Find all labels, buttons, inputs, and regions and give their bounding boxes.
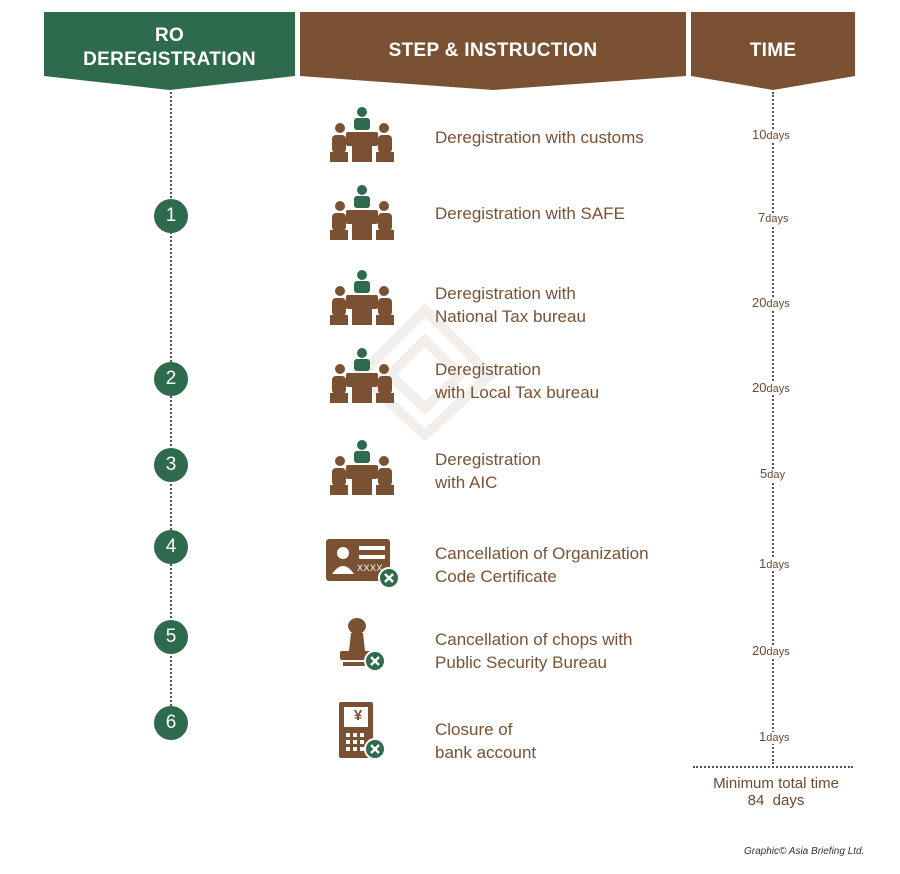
step-text-line1: Deregistration with SAFE [435,204,625,223]
atm-cancel-icon [339,702,386,760]
step-text-line2: with Local Tax bureau [435,383,600,402]
step-text-line1: Deregistration [435,360,541,379]
step-text-safe: Deregistration with SAFE [435,202,625,225]
atm-yen-symbol: ¥ [353,707,363,724]
header-banner-brown [300,12,686,90]
id-card-cancel-icon [326,539,400,589]
step-text-line2: Public Security Bureau [435,653,607,672]
step-text-chops: Cancellation of chops with Public Securi… [435,628,633,674]
step-text-org-code: Cancellation of Organization Code Certif… [435,542,649,588]
step-text-line2: bank account [435,743,537,762]
time-header: TIME [691,12,855,92]
total-divider [693,766,853,768]
meeting-icon [330,107,394,162]
step-instruction-title: STEP & INSTRUCTION [388,40,598,61]
step-number-2: 2 [154,362,188,396]
step-text-national-tax: Deregistration with National Tax bureau [435,282,586,328]
minimum-total-time: Minimum total time 84 days [693,775,859,809]
time-value: 20days [752,380,790,395]
ro-timeline [170,92,172,722]
total-value: 84 days [747,792,805,809]
step-text-aic: Deregistration with AIC [435,448,541,494]
step-text-line1: Deregistration [435,450,541,469]
time-value: 1days [759,729,790,744]
step-text-line1: Deregistration with customs [435,128,644,147]
step-instruction-header: STEP & INSTRUCTION [300,12,686,92]
time-value: 7days [758,210,789,225]
id-card-text: XXXX [357,563,384,573]
time-value: 10days [752,127,790,142]
total-label: Minimum total time [713,775,839,792]
ro-header-line2: DEREGISTRATION [83,49,256,70]
step-number-3: 3 [154,448,188,482]
step-number-6: 6 [154,706,188,740]
ro-deregistration-header: RO DEREGISTRATION [44,12,295,92]
ro-header-line1: RO [154,25,185,46]
step-text-line1: Cancellation of Organization [435,544,649,563]
time-value: 1days [759,556,790,571]
meeting-icon [330,270,394,325]
step-number-1: 1 [154,199,188,233]
header-banner-green [44,12,295,90]
step-text-customs: Deregistration with customs [435,126,644,149]
step-number-5: 5 [154,620,188,654]
time-timeline [772,92,774,764]
watermark-logo [352,302,498,440]
step-number-4: 4 [154,530,188,564]
step-text-line1: Deregistration with [435,284,576,303]
stamp-cancel-icon [340,618,386,672]
credit-text: Graphic© Asia Briefing Ltd. [744,846,865,857]
step-text-local-tax: Deregistration with Local Tax bureau [435,358,599,404]
meeting-icon [330,348,394,403]
step-text-line2: with AIC [435,473,498,492]
step-text-line2: Code Certificate [435,567,557,586]
step-text-bank: Closure of bank account [435,718,536,764]
header-banner-brown-time [691,12,855,90]
time-value: 20days [752,643,790,658]
time-value: 20days [752,295,790,310]
meeting-icon [330,440,394,495]
step-text-line1: Cancellation of chops with [435,630,633,649]
meeting-icon [330,185,394,240]
step-text-line2: National Tax bureau [435,307,586,326]
time-title: TIME [749,40,797,61]
time-value: 5day [760,466,785,481]
ro-deregistration-title: RO DEREGISTRATION [44,24,295,72]
step-text-line1: Closure of [435,720,513,739]
